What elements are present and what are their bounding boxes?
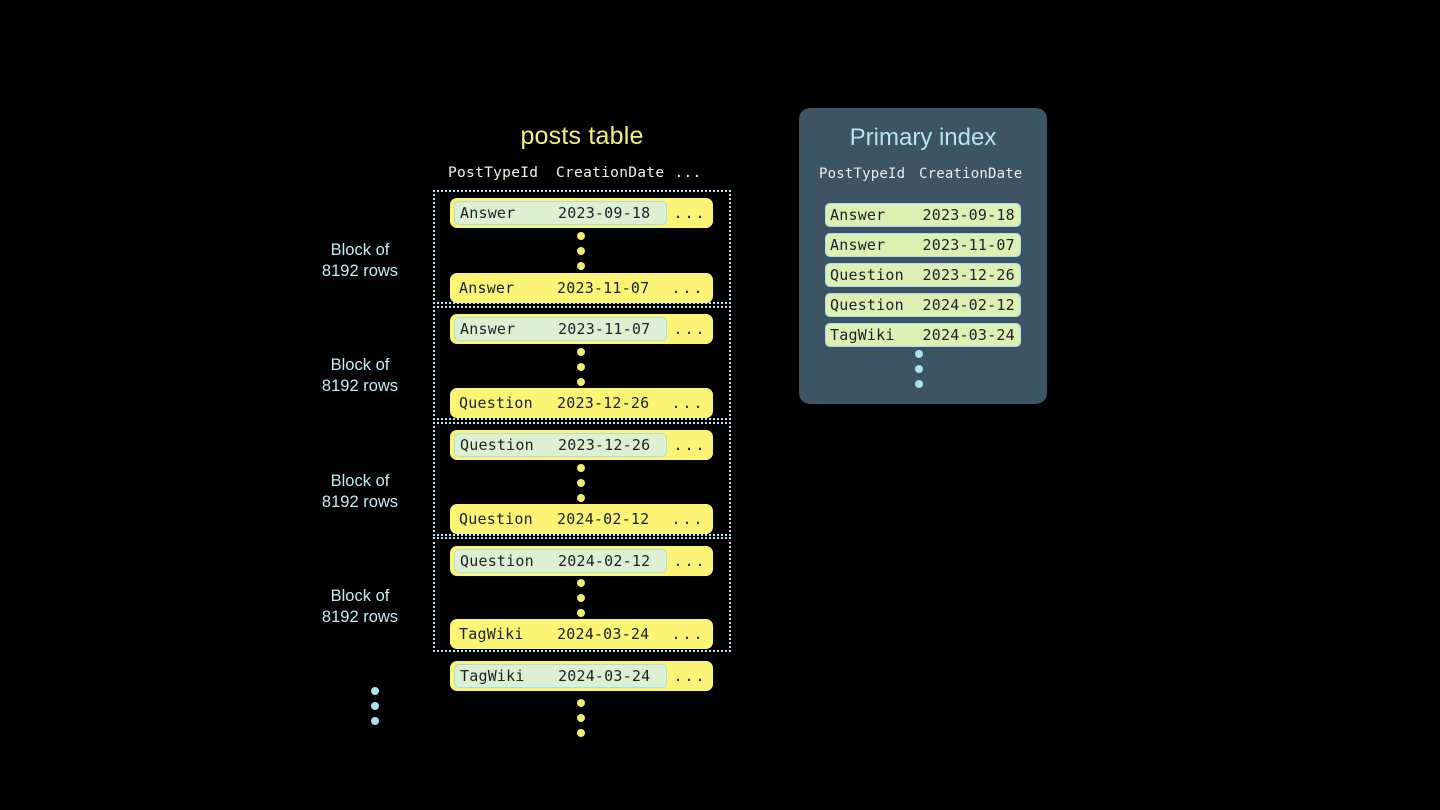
table-row[interactable]: Answer 2023-11-07 ...	[450, 314, 713, 344]
cell-ellipsis: ...	[673, 320, 707, 338]
cell-ellipsis: ...	[673, 552, 707, 570]
cell-creationdate: 2023-12-26	[922, 266, 1015, 284]
row-box: Question 2023-12-26	[454, 391, 665, 415]
block-label-1-line1: Block of	[330, 241, 390, 259]
table-row[interactable]: Answer 2023-09-18 ...	[450, 198, 713, 228]
cell-creationdate: 2024-03-24	[557, 625, 650, 643]
row-box: Answer 2023-11-07	[454, 276, 665, 300]
primary-index-rows: Answer 2023-09-18 Answer 2023-11-07 Ques…	[825, 203, 1021, 347]
cell-posttypeid: Answer	[459, 279, 515, 297]
row-highlight-box: Answer 2023-11-07	[454, 317, 667, 341]
primary-index-continuation-dots	[915, 350, 923, 388]
row-box: Question 2024-02-12	[454, 507, 665, 531]
cell-ellipsis: ...	[671, 394, 705, 412]
block-label-2-line1: Block of	[330, 356, 390, 374]
cell-creationdate: 2023-12-26	[557, 394, 650, 412]
cell-posttypeid: Answer	[460, 204, 516, 222]
primary-index-panel: Primary index PostTypeId CreationDate An…	[799, 108, 1047, 404]
column-header-posttypeid: PostTypeId	[819, 166, 906, 182]
table-row[interactable]: Question 2023-12-26 ...	[450, 430, 713, 460]
row-ellipsis-dots-3	[577, 464, 585, 502]
cell-creationdate: 2024-02-12	[558, 552, 651, 570]
column-header-creationdate: CreationDate	[919, 166, 1023, 182]
posts-table-column-headers: PostTypeId CreationDate ...	[448, 165, 714, 181]
index-row[interactable]: Answer 2023-11-07	[825, 233, 1021, 257]
table-row[interactable]: Question 2024-02-12 ...	[450, 546, 713, 576]
table-row[interactable]: Question 2023-12-26 ...	[450, 388, 713, 418]
cell-ellipsis: ...	[671, 279, 705, 297]
row-highlight-box: TagWiki 2024-03-24	[454, 664, 667, 688]
cell-creationdate: 2023-11-07	[557, 279, 650, 297]
cell-ellipsis: ...	[671, 625, 705, 643]
block-2	[433, 306, 731, 420]
cell-creationdate: 2023-11-07	[922, 236, 1015, 254]
block-label-4-line2: 8192 rows	[321, 608, 399, 626]
block-1	[433, 190, 731, 304]
cell-posttypeid: Question	[460, 436, 534, 454]
column-header-creationdate: CreationDate	[556, 165, 665, 181]
primary-index-title: Primary index	[849, 124, 997, 151]
cell-posttypeid: TagWiki	[459, 625, 524, 643]
column-header-ellipsis: ...	[674, 165, 702, 181]
row-ellipsis-dots-1	[577, 232, 585, 270]
cell-creationdate: 2023-11-07	[558, 320, 651, 338]
cell-posttypeid: TagWiki	[830, 326, 895, 344]
row-highlight-box: Question 2024-02-12	[454, 549, 667, 573]
cell-posttypeid: Answer	[830, 206, 886, 224]
table-row[interactable]: Answer 2023-11-07 ...	[450, 273, 713, 303]
row-highlight-box: Answer 2023-09-18	[454, 201, 667, 225]
cell-creationdate: 2023-09-18	[558, 204, 651, 222]
cell-posttypeid: Question	[459, 394, 533, 412]
cell-creationdate: 2024-02-12	[922, 296, 1015, 314]
table-row[interactable]: Question 2024-02-12 ...	[450, 504, 713, 534]
row-ellipsis-dots-2	[577, 348, 585, 386]
block-label-3: Block of 8192 rows	[300, 471, 420, 513]
cell-posttypeid: Question	[830, 296, 904, 314]
cell-posttypeid: Answer	[830, 236, 886, 254]
posts-table-title: posts table	[520, 122, 644, 150]
index-row[interactable]: TagWiki 2024-03-24	[825, 323, 1021, 347]
block-label-1: Block of 8192 rows	[300, 240, 420, 282]
index-row[interactable]: Answer 2023-09-18	[825, 203, 1021, 227]
row-ellipsis-dots-4	[577, 579, 585, 617]
block-4	[433, 537, 731, 652]
cell-posttypeid: Question	[460, 552, 534, 570]
cell-creationdate: 2024-02-12	[557, 510, 650, 528]
row-highlight-box: Question 2023-12-26	[454, 433, 667, 457]
cell-ellipsis: ...	[673, 204, 707, 222]
block-label-2-line2: 8192 rows	[321, 377, 399, 395]
table-continuation-dots	[577, 699, 585, 737]
primary-index-column-headers: PostTypeId CreationDate	[819, 166, 1031, 182]
cell-ellipsis: ...	[671, 510, 705, 528]
block-label-2: Block of 8192 rows	[300, 355, 420, 397]
cell-posttypeid: Question	[830, 266, 904, 284]
cell-creationdate: 2024-03-24	[922, 326, 1015, 344]
table-row[interactable]: TagWiki 2024-03-24 ...	[450, 661, 713, 691]
column-header-posttypeid: PostTypeId	[448, 165, 539, 181]
block-label-4-line1: Block of	[330, 587, 390, 605]
block-label-4: Block of 8192 rows	[300, 586, 420, 628]
cell-ellipsis: ...	[673, 436, 707, 454]
cell-creationdate: 2024-03-24	[558, 667, 651, 685]
index-row[interactable]: Question 2023-12-26	[825, 263, 1021, 287]
cell-posttypeid: TagWiki	[460, 667, 525, 685]
block-label-3-line1: Block of	[330, 472, 390, 490]
row-box: TagWiki 2024-03-24	[454, 622, 665, 646]
table-row[interactable]: TagWiki 2024-03-24 ...	[450, 619, 713, 649]
cell-creationdate: 2023-12-26	[558, 436, 651, 454]
block-label-1-line2: 8192 rows	[321, 262, 399, 280]
block-3	[433, 422, 731, 536]
cell-ellipsis: ...	[673, 667, 707, 685]
block-label-3-line2: 8192 rows	[321, 493, 399, 511]
cell-posttypeid: Answer	[460, 320, 516, 338]
cell-creationdate: 2023-09-18	[922, 206, 1015, 224]
block-continuation-dots	[371, 687, 379, 725]
cell-posttypeid: Question	[459, 510, 533, 528]
index-row[interactable]: Question 2024-02-12	[825, 293, 1021, 317]
